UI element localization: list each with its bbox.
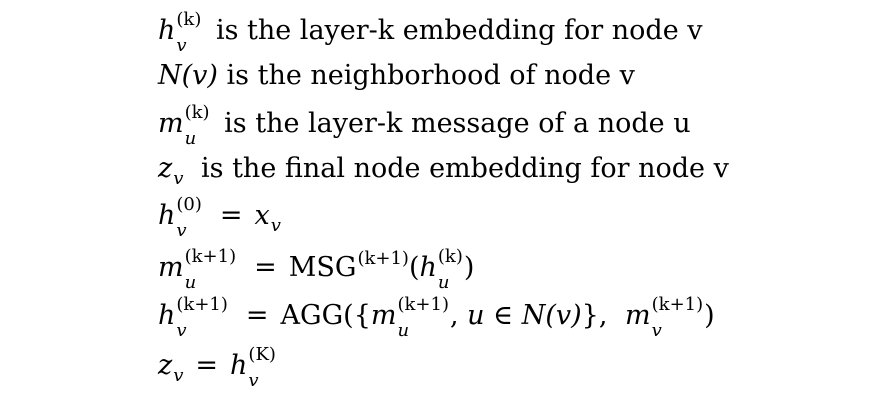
superscript: (K) <box>248 344 276 365</box>
subscript: v <box>270 215 281 236</box>
definition-n: N(v) is the neighborhood of node v <box>158 62 635 89</box>
open-brace: ({ <box>343 300 371 331</box>
symbol-z: z <box>158 153 173 184</box>
close-brace: }, <box>581 300 608 331</box>
definition-text: is the neighborhood of node v <box>226 60 635 91</box>
symbol-m: m <box>158 108 184 139</box>
symbol-z: z <box>158 350 173 381</box>
superscript: (0) <box>176 194 202 215</box>
close-paren: ) <box>463 252 475 283</box>
function-msg: MSG <box>288 252 357 283</box>
equation-init: h(0)v=xv <box>158 196 281 240</box>
symbol-m: m <box>158 252 184 283</box>
subscript: v <box>176 320 187 341</box>
symbol-x: x <box>254 200 270 231</box>
subscript: u <box>397 320 410 341</box>
symbol-h: h <box>158 15 176 46</box>
equals-sign: = <box>219 200 243 231</box>
equation-message: m(k+1)u=MSG(k+1)(h(k)u) <box>158 248 475 292</box>
equation-aggregate: h(k+1)v=AGG({m(k+1)u, u ∈ N(v)}, m(k+1)v… <box>158 296 715 340</box>
symbol-m: m <box>370 300 397 331</box>
equals-sign: = <box>254 252 277 283</box>
subscript: v <box>248 370 259 391</box>
definition-z: zv is the final node embedding for node … <box>158 153 729 188</box>
definition-text: is the final node embedding for node v <box>201 153 729 184</box>
superscript: (k) <box>437 246 463 267</box>
equals-sign: = <box>195 350 219 381</box>
subscript: v <box>173 168 184 189</box>
superscript: (k+1) <box>651 294 704 315</box>
subscript: v <box>176 220 187 241</box>
symbol-h: h <box>158 200 176 231</box>
superscript: (k+1) <box>184 246 237 267</box>
subscript: u <box>437 272 450 293</box>
subscript: v <box>651 320 662 341</box>
subscript: v <box>176 35 187 56</box>
superscript: (k) <box>184 102 210 123</box>
definition-text: is the layer-k message of a node u <box>224 108 691 139</box>
definition-text: is the layer-k embedding for node v <box>215 15 703 46</box>
comma: , <box>449 300 459 331</box>
superscript: (k+1) <box>357 248 409 269</box>
symbol-h: h <box>230 350 248 381</box>
equation-final: zv=h(K)v <box>158 346 282 390</box>
superscript: (k) <box>176 9 202 30</box>
symbol-n: N(v) <box>158 60 218 91</box>
subscript: u <box>184 128 197 149</box>
open-paren: ( <box>408 252 420 283</box>
symbol-h: h <box>158 300 176 331</box>
function-agg: AGG <box>280 300 344 331</box>
subscript: v <box>173 365 184 386</box>
set-condition: u ∈ N(v) <box>467 300 582 331</box>
superscript: (k+1) <box>397 294 449 315</box>
symbol-m: m <box>625 300 651 331</box>
definition-m: m(k) u is the layer-k message of a node u <box>158 104 691 148</box>
superscript: (k+1) <box>176 294 228 315</box>
definition-h: h(k) v is the layer-k embedding for node … <box>158 11 703 55</box>
close-paren: ) <box>704 300 715 331</box>
equals-sign: = <box>245 300 269 331</box>
symbol-h: h <box>419 252 437 283</box>
subscript: u <box>184 272 197 293</box>
